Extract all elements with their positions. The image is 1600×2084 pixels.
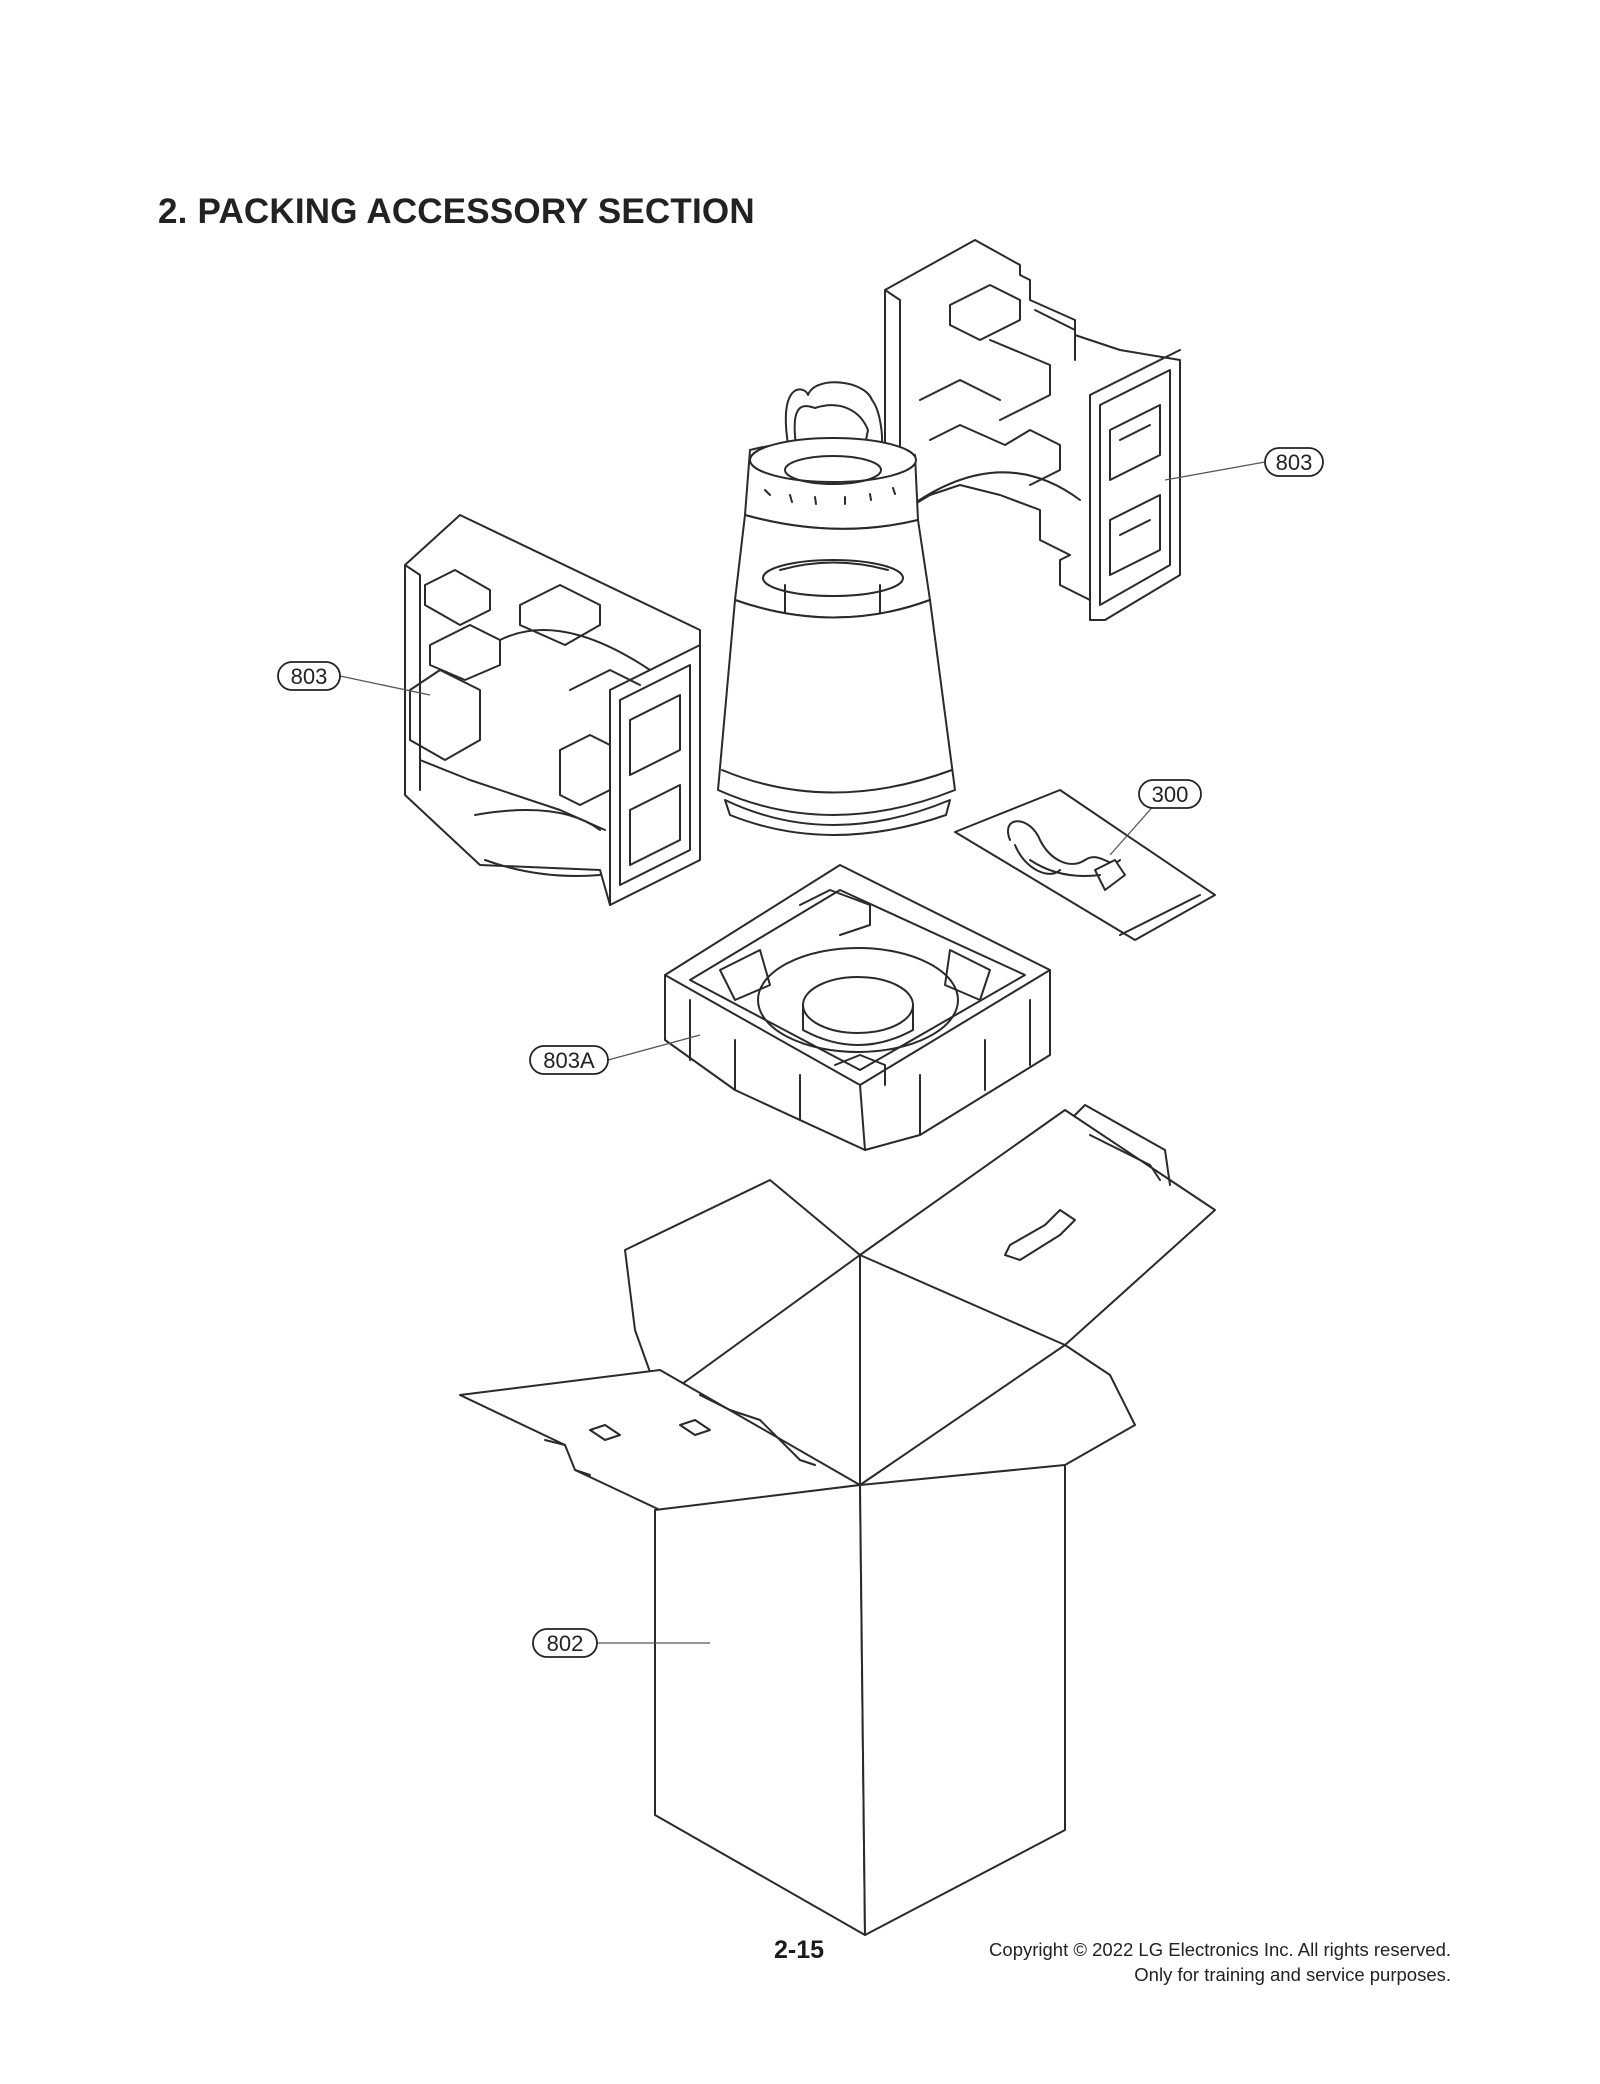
svg-text:802: 802 bbox=[547, 1631, 584, 1656]
callout-802: 802 bbox=[532, 1628, 598, 1658]
callout-803a: 803A bbox=[529, 1045, 609, 1075]
svg-text:803: 803 bbox=[291, 664, 328, 689]
section-title: 2. PACKING ACCESSORY SECTION bbox=[158, 192, 755, 231]
callout-803-left: 803 bbox=[277, 661, 341, 691]
foam-tray bbox=[664, 864, 1051, 1151]
svg-text:803: 803 bbox=[1276, 450, 1313, 475]
packing-foam-left bbox=[404, 514, 701, 906]
copyright-notice: Copyright © 2022 LG Electronics Inc. All… bbox=[989, 1937, 1451, 1987]
carton-box bbox=[459, 1104, 1216, 1936]
callout-300: 300 bbox=[1138, 779, 1202, 809]
leader-line-803-right bbox=[1164, 461, 1266, 481]
page-number: 2-15 bbox=[774, 1936, 825, 1964]
leader-line-803a bbox=[607, 1034, 701, 1061]
copyright-line-1: Copyright © 2022 LG Electronics Inc. All… bbox=[989, 1939, 1451, 1960]
copyright-line-2: Only for training and service purposes. bbox=[1134, 1964, 1451, 1985]
leader-line-803-left bbox=[339, 675, 431, 696]
speaker-unit bbox=[717, 381, 956, 836]
packing-foam-right bbox=[884, 239, 1181, 621]
callout-803-right: 803 bbox=[1264, 447, 1324, 477]
svg-text:803A: 803A bbox=[543, 1048, 595, 1073]
power-cable-bag bbox=[954, 789, 1216, 941]
svg-text:300: 300 bbox=[1152, 782, 1189, 807]
